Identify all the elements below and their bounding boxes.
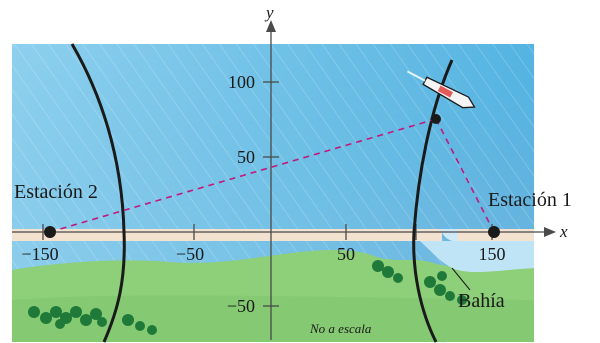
hyperbola-right-branch xyxy=(412,59,454,343)
tree-cluster-right xyxy=(372,260,467,305)
dashed-line-station2-ship xyxy=(49,118,437,233)
x-tick-label-50: 50 xyxy=(337,244,355,264)
station1-label: Estación 1 xyxy=(488,189,572,211)
y-axis-arrow-icon xyxy=(266,20,276,32)
station2-marker-icon xyxy=(44,226,56,238)
hyperbola-left-branch xyxy=(70,43,126,343)
x-axis-label: x xyxy=(559,222,568,241)
x-tick-label-neg50: −50 xyxy=(176,244,204,264)
y-tick-label-neg50: −50 xyxy=(227,296,255,316)
y-tick-label-50: 50 xyxy=(237,147,255,167)
shore-strip xyxy=(12,229,442,241)
bay-label: Bahía xyxy=(458,290,505,312)
x-tick-label-150: 150 xyxy=(479,244,506,264)
scale-note: No a escala xyxy=(309,321,372,336)
ship-position-marker-icon xyxy=(431,114,441,124)
bay-pointer-line xyxy=(451,267,471,291)
tree-cluster-left xyxy=(28,306,157,335)
y-axis-label: y xyxy=(264,3,274,22)
station2-label: Estación 2 xyxy=(14,181,98,203)
ship-icon xyxy=(406,70,476,109)
station1-marker-icon xyxy=(488,226,500,238)
y-tick-label-100: 100 xyxy=(228,72,255,92)
x-axis-arrow-icon xyxy=(544,227,556,237)
bay-water xyxy=(420,241,534,273)
x-tick-label-neg150: −150 xyxy=(21,244,58,264)
y-ticks xyxy=(263,81,279,307)
